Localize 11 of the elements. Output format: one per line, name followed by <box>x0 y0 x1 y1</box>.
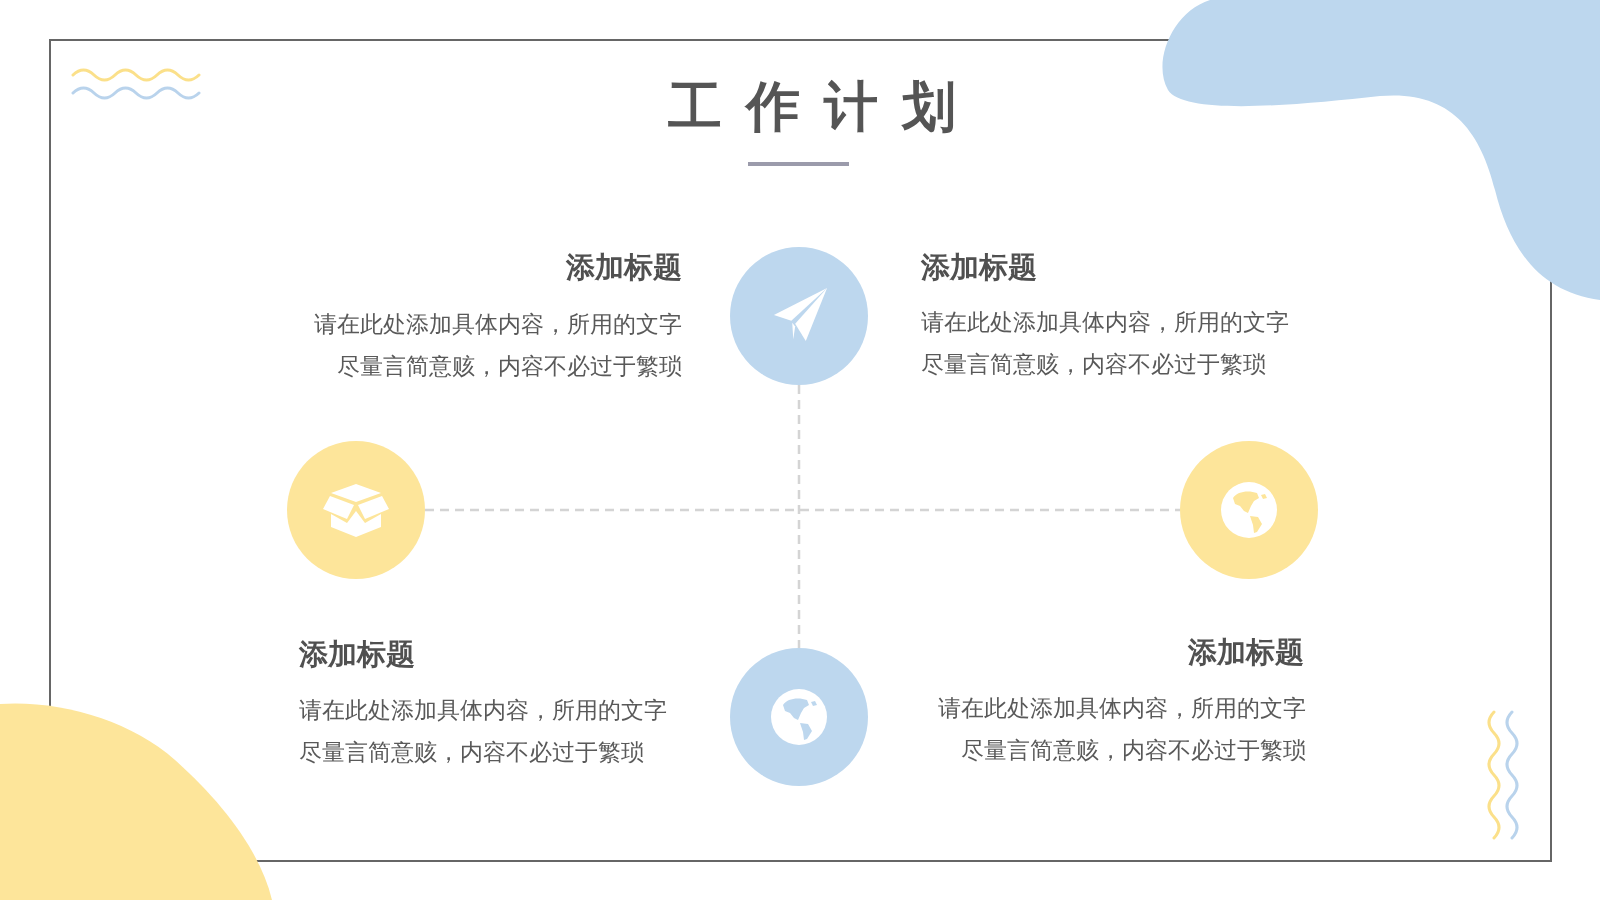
dashed-connector <box>797 385 801 648</box>
section-heading: 添加标题 <box>565 250 682 285</box>
description-text: 请在此处添加具体内容，所用的文字尽量言简意赅，内容不必过于繁琐 <box>921 308 1290 379</box>
section-heading: 添加标题 <box>299 637 416 672</box>
page-title: 工作计划 <box>668 75 956 138</box>
description-text: 请在此处添加具体内容，所用的文字尽量言简意赅，内容不必过于繁琐 <box>313 310 682 381</box>
dashed-connector <box>425 508 1180 512</box>
section-heading: 添加标题 <box>921 250 1038 285</box>
section-heading: 添加标题 <box>1187 635 1304 670</box>
description-text: 请在此处添加具体内容，所用的文字尽量言简意赅，内容不必过于繁琐 <box>299 696 668 767</box>
description-text: 请在此处添加具体内容，所用的文字尽量言简意赅，内容不必过于繁琐 <box>937 694 1306 765</box>
